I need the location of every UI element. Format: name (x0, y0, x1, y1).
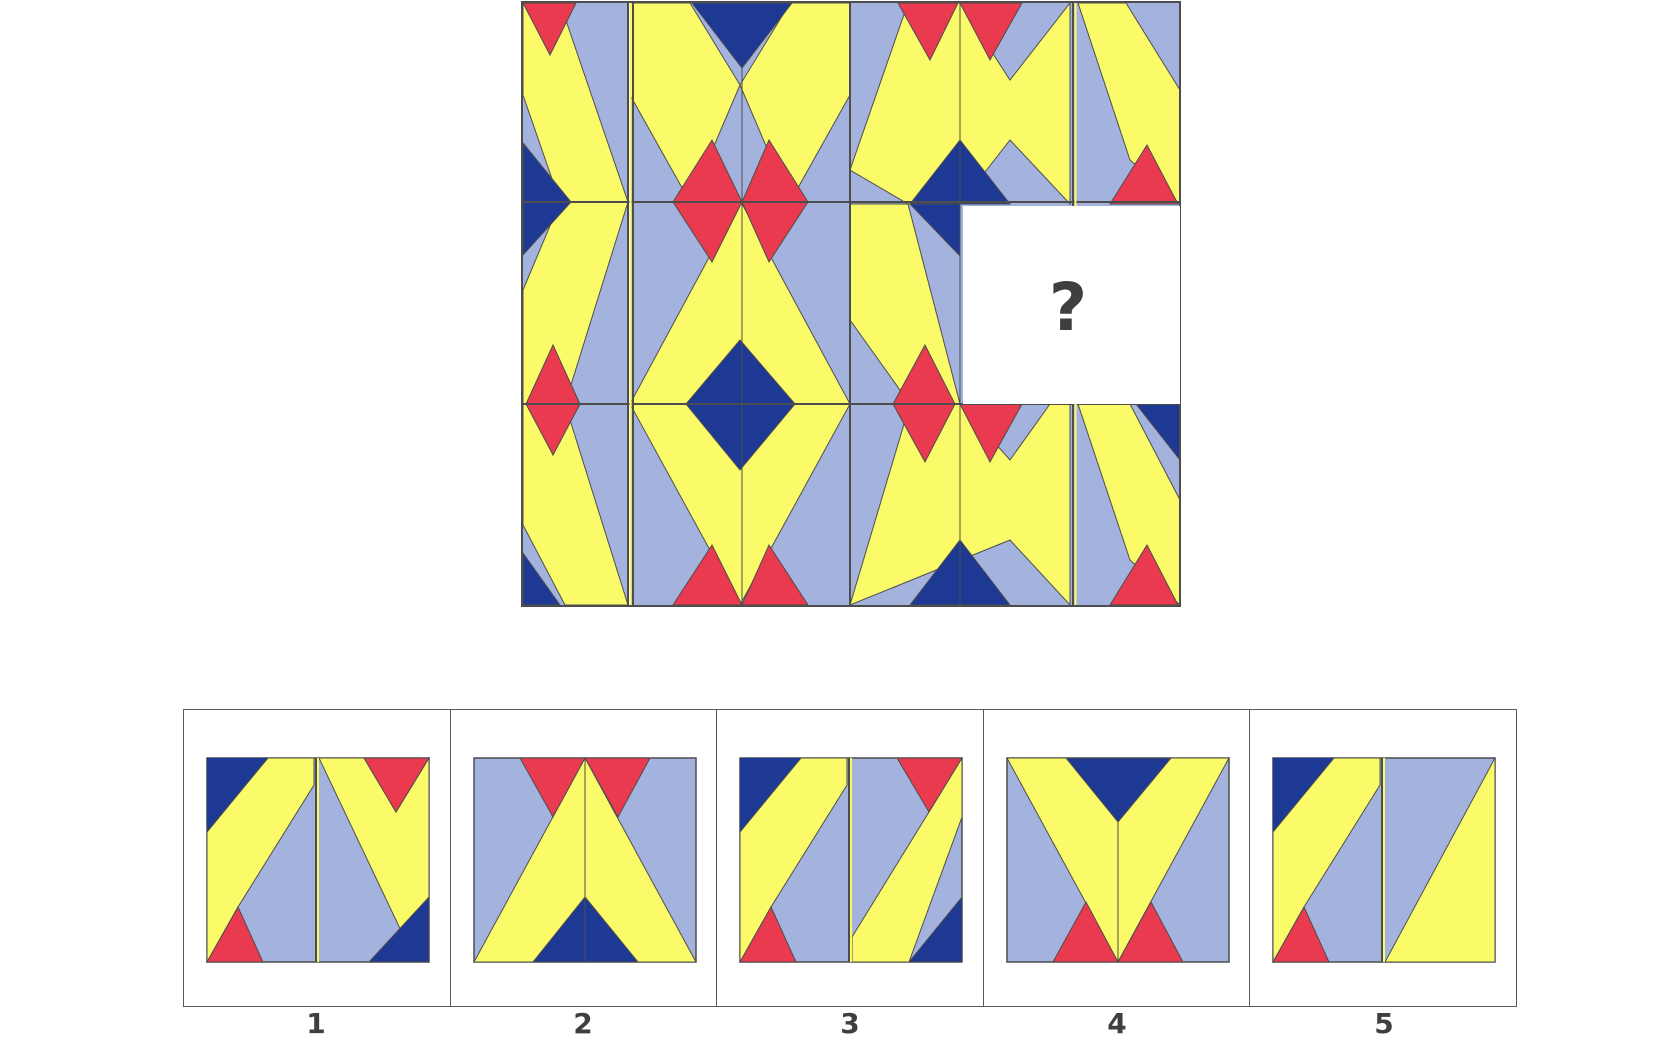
answer-option-5-tile (1272, 757, 1497, 963)
answer-option-4-tile (1005, 757, 1230, 963)
answer-label-5: 5 (1374, 1007, 1394, 1040)
missing-tile: ? (963, 206, 1180, 404)
missing-tile-question-mark: ? (1049, 269, 1087, 346)
missing-tile-blank (963, 206, 1180, 404)
answer-label-4: 4 (1107, 1007, 1127, 1040)
answer-option-4[interactable] (984, 710, 1251, 1006)
answer-options (183, 709, 1517, 1007)
answer-option-5[interactable] (1250, 710, 1516, 1006)
answer-option-2-tile (472, 757, 697, 963)
answer-label-3: 3 (840, 1007, 860, 1040)
answer-label-2: 2 (573, 1007, 593, 1040)
answer-option-3-tile (739, 757, 964, 963)
answer-label-1: 1 (306, 1007, 326, 1040)
answer-option-2[interactable] (451, 710, 718, 1006)
red-triangle (1109, 143, 1179, 205)
answer-option-1-tile (206, 757, 430, 963)
answer-option-3[interactable] (717, 710, 984, 1006)
matrix-pattern (521, 1, 1181, 607)
answer-option-1[interactable] (184, 710, 451, 1006)
